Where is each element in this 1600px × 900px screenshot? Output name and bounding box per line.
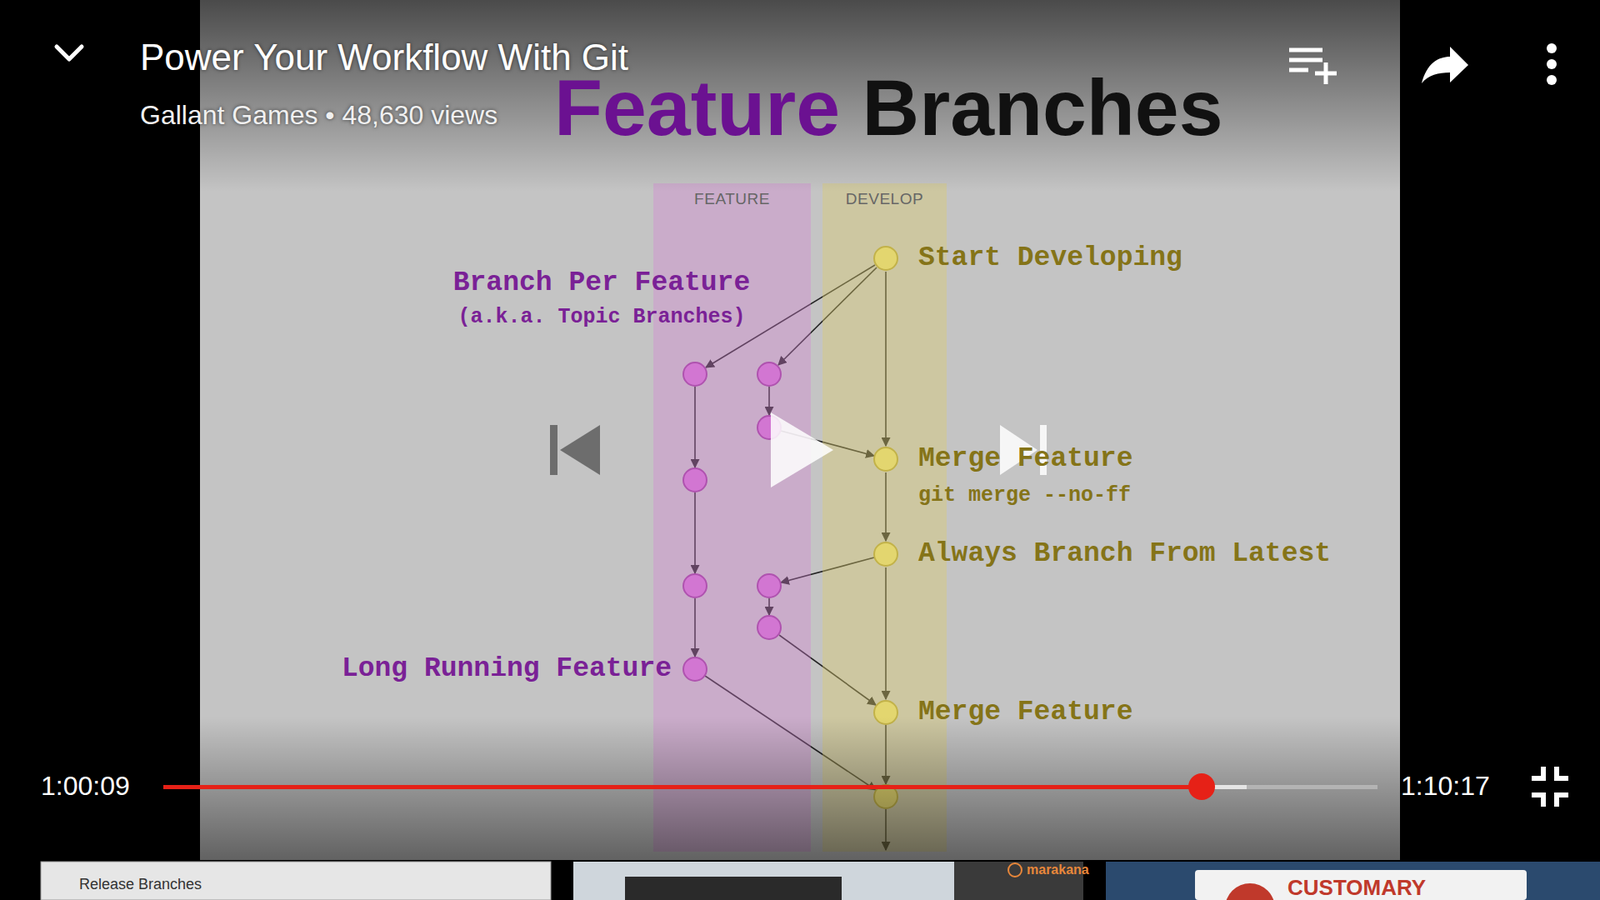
lane-heading: DEVELOP	[822, 183, 947, 209]
thumbnail-3	[1105, 861, 1600, 900]
previous-button	[550, 425, 600, 475]
commit-circle: Merge Featuregit merge --no-ff	[873, 446, 899, 472]
commit-label: Start Developing	[918, 243, 1183, 274]
logo-mark	[1008, 863, 1022, 877]
thumbnail-3-badge	[1225, 883, 1275, 900]
slide-title-box: Feature Branches	[554, 68, 1224, 148]
thumbnail-strip	[0, 860, 1600, 900]
commit-label: Always Branch From Latest	[918, 539, 1331, 570]
next-button	[1000, 425, 1047, 475]
progress-thumb	[1188, 773, 1215, 800]
elapsed-time: 1:00:09	[40, 770, 130, 802]
collapse-chevron	[56, 46, 82, 60]
command-note: git merge --no-ff	[918, 484, 1131, 508]
slide-title: Feature Branches	[554, 68, 1224, 148]
thumbnail-1	[40, 861, 551, 900]
thumbnail-2-terminal	[625, 876, 842, 900]
commit-circle: Always Branch From Latest	[873, 541, 899, 567]
more-menu-icon	[1546, 43, 1557, 85]
commit-label: Long Running Feature	[341, 654, 672, 685]
thumbnail-2-screen	[573, 861, 955, 900]
thumbnail-2	[573, 861, 1084, 900]
thumbnail-caption: Release Branches	[79, 875, 202, 894]
lane-heading: FEATURE	[653, 183, 811, 209]
thumbnail-caption: CUSTOMARY	[1287, 876, 1426, 899]
add-to-playlist-icon	[1289, 50, 1337, 85]
commit-circle: Start Developing	[873, 245, 899, 271]
channel-info: Gallant Games • 48,630 views	[140, 100, 498, 131]
progress-played	[163, 785, 1202, 790]
exit-fullscreen-icon	[1531, 766, 1569, 807]
logo-text: marakana	[1026, 862, 1090, 878]
total-time: 1:10:17	[1400, 770, 1490, 802]
commit-label: Merge Feature	[918, 444, 1133, 475]
video-title: Power Your Workflow With Git	[140, 36, 629, 80]
diagram-note: Branch Per Feature	[453, 267, 750, 300]
diagram-note: (a.k.a. Topic Branches)	[457, 305, 745, 330]
share-icon	[1421, 46, 1469, 84]
play-button	[770, 412, 834, 488]
commit-label: Merge Feature	[918, 697, 1133, 728]
commit-circle: Long Running Feature	[682, 656, 708, 682]
